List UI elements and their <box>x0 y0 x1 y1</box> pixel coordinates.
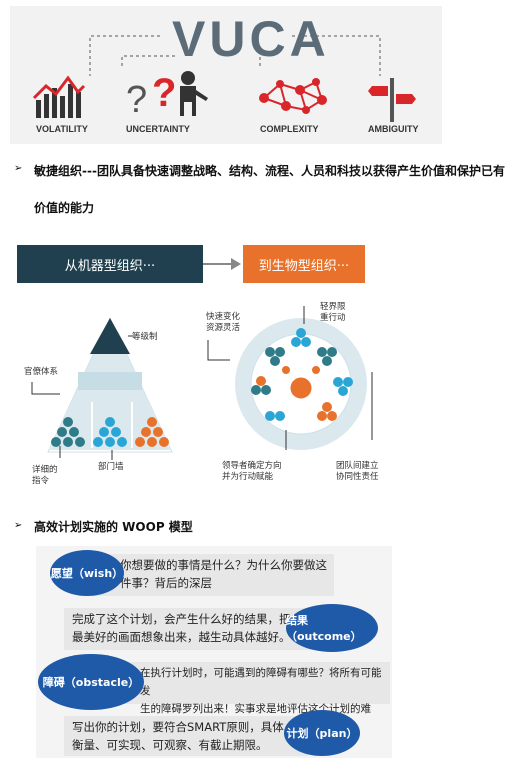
obstacle-oval: 障碍（obstacle） <box>38 654 144 710</box>
caption-complexity: COMPLEXITY <box>260 124 319 134</box>
ambiguity-signpost-icon <box>368 78 416 122</box>
label-leader-direction-line1: 领导者确定方向 <box>222 461 282 471</box>
caption-uncertainty: UNCERTAINTY <box>126 124 190 134</box>
complexity-network-icon <box>259 78 327 114</box>
label-light-boundary-line1: 轻界限 <box>320 302 346 312</box>
label-light-boundary: 轻界限 重行动 <box>320 302 346 324</box>
pyramid-diagram <box>31 316 173 460</box>
wish-oval: 愿望（wish） <box>50 550 124 596</box>
plan-text-line2: 衡量、可实现、可观察、有截止期限。 <box>72 738 268 752</box>
outcome-text-line1: 完成了这个计划，会产生什么好的结果，把 <box>72 612 291 626</box>
svg-text:?: ? <box>126 79 147 121</box>
right-arrow-icon <box>203 258 241 270</box>
label-leader-direction-line2: 并为行动赋能 <box>222 472 274 482</box>
volatility-chart-icon <box>32 75 86 118</box>
label-leader-direction: 领导者确定方向 并为行动赋能 <box>222 461 282 483</box>
organism-diagram <box>235 318 367 450</box>
label-detailed-line2: 指令 <box>32 476 50 486</box>
obstacle-bar: 在执行计划时，可能遇到的障碍有哪些？将所有可能发 生的障碍罗列出来！实事求是地评… <box>100 662 390 733</box>
plan-text-line1: 写出你的计划，要符合SMART原则，具体、可 <box>72 720 307 734</box>
obstacle-text-line1: 在执行计划时，可能遇到的障碍有哪些？将所有可能发 <box>140 667 382 697</box>
label-detailed: 详细的 指令 <box>32 465 58 487</box>
caption-ambiguity: AMBIGUITY <box>368 124 419 134</box>
label-bureaucracy: 官僚体系 <box>24 367 59 377</box>
wish-text-line2: 件事？背后的深层 <box>120 576 212 590</box>
woop-heading: 高效计划实施的 WOOP 模型 <box>34 520 193 534</box>
agile-org-heading-cont: 价值的能力 <box>34 201 95 215</box>
label-fast-change-line1: 快速变化 <box>206 312 241 322</box>
bullet-arrow-icon-2: ➢ <box>14 520 23 531</box>
outcome-oval: 结果（outcome） <box>286 604 378 652</box>
plan-bar: 写出你的计划，要符合SMART原则，具体、可 衡量、可实现、可观察、有截止期限。 <box>64 716 308 756</box>
label-silos: 部门墙 <box>98 462 124 472</box>
vuca-banner: VUCA ? ? VOLATILITY UNCERTAINTY COMPLEXI… <box>10 6 442 144</box>
bullet-arrow-icon: ➢ <box>14 163 23 174</box>
organism-org-box: 到生物型组织··· <box>243 245 365 283</box>
label-team-responsibility-line2: 协同性责任 <box>336 472 379 482</box>
uncertainty-person-icon: ? ? <box>126 71 208 121</box>
machine-org-box: 从机器型组织··· <box>17 245 203 283</box>
vuca-connectors <box>89 35 381 76</box>
wish-text-line1: 你想要做的事情是什么？为什么你要做这 <box>120 558 327 572</box>
label-team-responsibility: 团队间建立 协同性责任 <box>336 461 379 483</box>
svg-text:?: ? <box>152 71 176 115</box>
caption-volatility: VOLATILITY <box>36 124 88 134</box>
label-fast-change-line2: 资源灵活 <box>206 323 241 333</box>
organism-callout-lines <box>207 306 373 450</box>
label-fast-change: 快速变化 资源灵活 <box>206 312 240 334</box>
vuca-title: VUCA <box>172 11 330 67</box>
label-team-responsibility-line1: 团队间建立 <box>336 461 379 471</box>
agile-org-heading: 敏捷组织---团队具备快速调整战略、结构、流程、人员和科技以获得产生价值和保护已… <box>34 164 505 178</box>
label-detailed-line1: 详细的 <box>32 465 58 475</box>
plan-oval: 计划（plan） <box>284 710 360 756</box>
label-hierarchy: 等级制 <box>132 332 158 342</box>
outcome-bar: 完成了这个计划，会产生什么好的结果，把 最美好的画面想象出来，越生动具体越好。 <box>64 608 312 650</box>
label-light-boundary-line2: 重行动 <box>320 313 346 323</box>
outcome-text-line2: 最美好的画面想象出来，越生动具体越好。 <box>72 630 291 644</box>
wish-bar: 你想要做的事情是什么？为什么你要做这 件事？背后的深层 <box>80 554 334 596</box>
